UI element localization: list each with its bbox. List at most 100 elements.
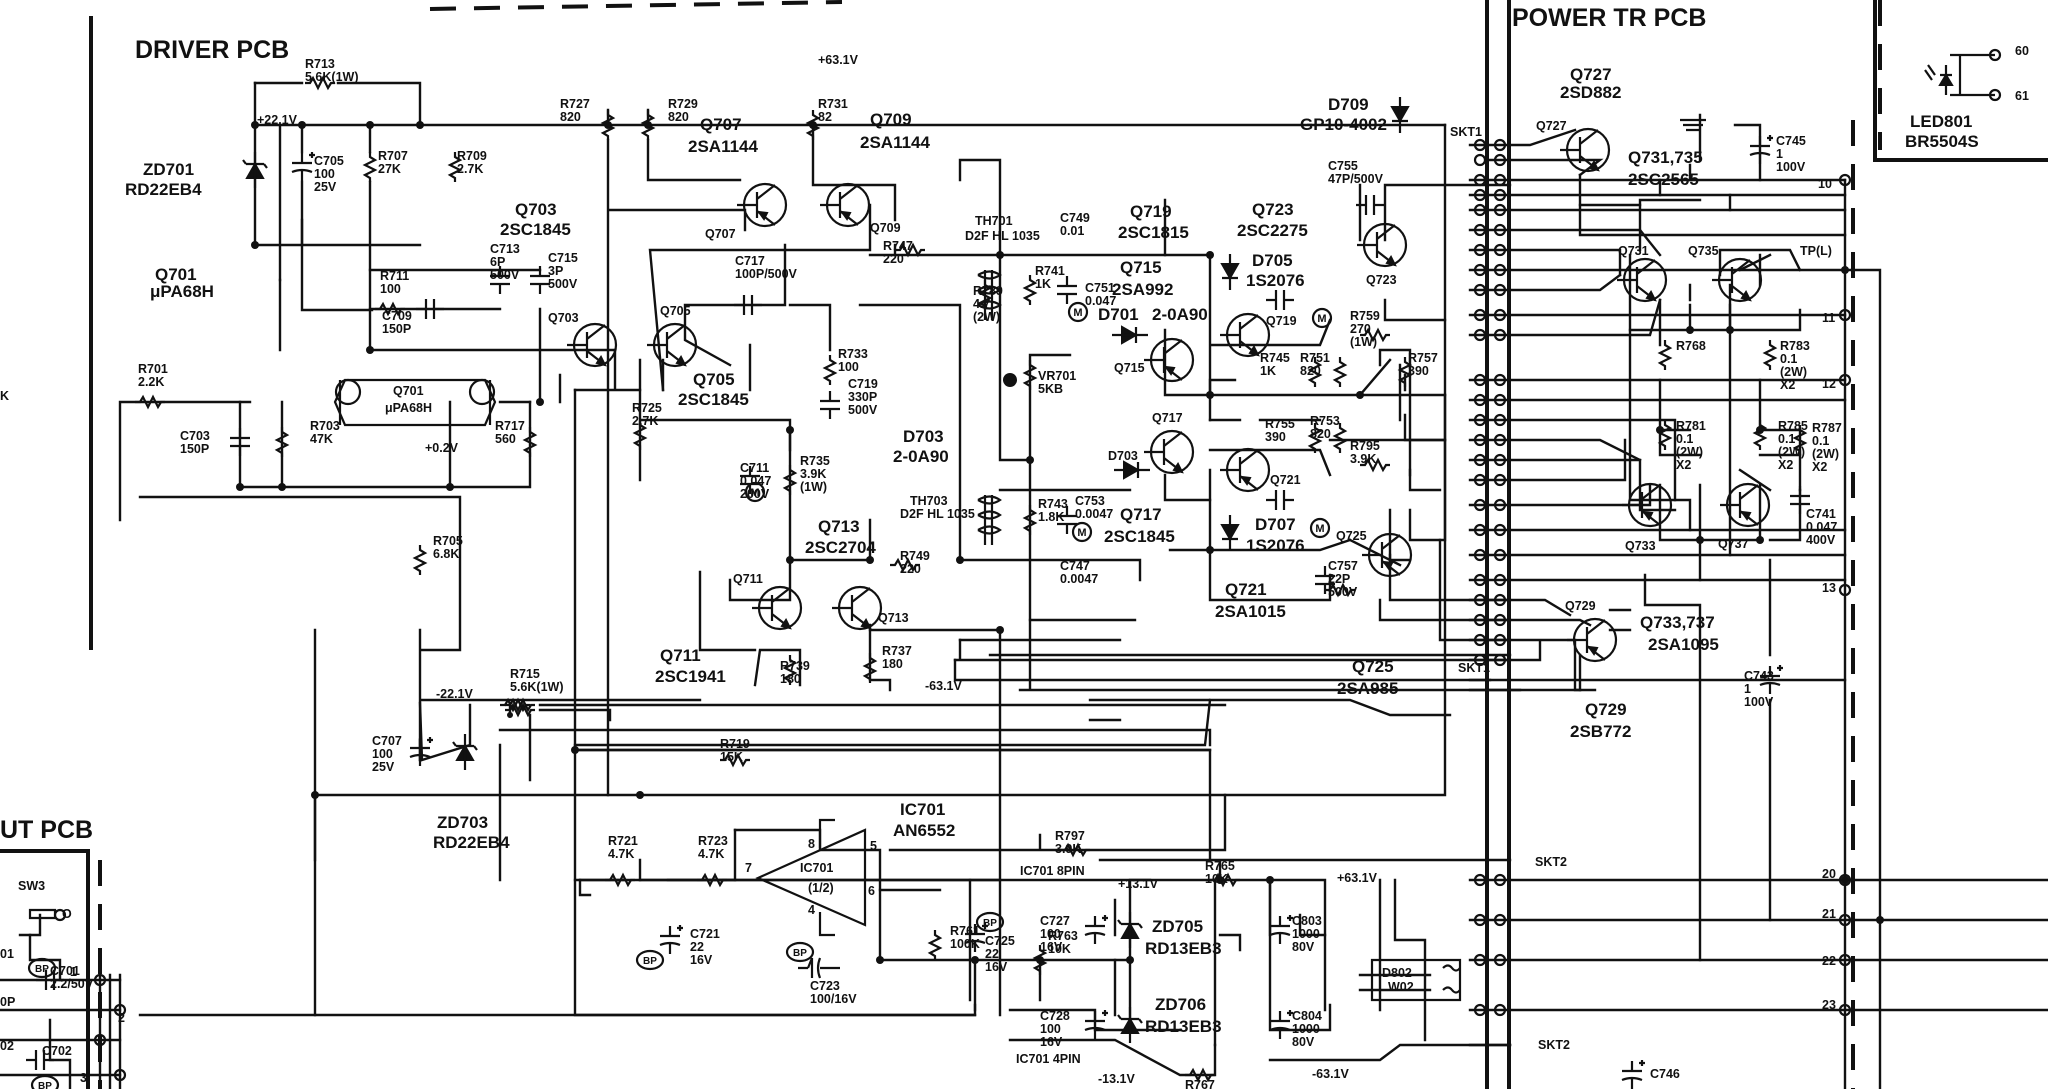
svg-text:D701: D701 <box>1098 305 1139 324</box>
svg-text:(1/2): (1/2) <box>808 881 834 895</box>
wires-power <box>1468 113 2048 1089</box>
svg-text:Q713: Q713 <box>818 517 860 536</box>
svg-text:SKT1: SKT1 <box>1458 661 1490 675</box>
q709-label: Q709 2SA1144 Q709 <box>860 110 930 235</box>
svg-text:23: 23 <box>1822 998 1836 1012</box>
power-pcb-title: POWER TR PCB <box>1512 4 1706 32</box>
svg-text:+13.1V: +13.1V <box>1118 877 1159 891</box>
svg-text:Q723: Q723 <box>1366 273 1397 287</box>
q705-label: Q705 2SC1845 Q705 <box>660 304 749 409</box>
svg-text:21: 21 <box>1822 907 1836 921</box>
svg-text:61: 61 <box>2015 89 2029 103</box>
capacitor-c746: C746 <box>1650 1067 1680 1081</box>
svg-text:Q737: Q737 <box>1718 537 1749 551</box>
svg-text:Q717: Q717 <box>1152 411 1183 425</box>
svg-text:Q711: Q711 <box>660 646 701 665</box>
svg-text:11: 11 <box>1822 311 1835 325</box>
svg-text:Q721: Q721 <box>1225 580 1267 599</box>
svg-text:IC701: IC701 <box>800 861 833 875</box>
svg-text:2SC1845: 2SC1845 <box>1104 527 1175 546</box>
svg-text:-22.1V: -22.1V <box>436 687 473 701</box>
svg-text:LED801: LED801 <box>1910 112 1972 131</box>
svg-text:SKT2: SKT2 <box>1535 855 1567 869</box>
driver-pcb-title: DRIVER PCB <box>135 36 289 64</box>
svg-text:-63.1V: -63.1V <box>925 679 962 693</box>
svg-text:Q709: Q709 <box>870 110 912 129</box>
svg-text:2SA992: 2SA992 <box>1112 280 1173 299</box>
svg-text:Q701: Q701 <box>155 265 197 284</box>
svg-text:ZD703: ZD703 <box>437 813 488 832</box>
badges <box>27 118 1706 1089</box>
svg-text:02: 02 <box>0 1039 14 1053</box>
svg-text:2SC2704: 2SC2704 <box>805 538 876 557</box>
q711-label: Q711 2SC1941 Q711 <box>655 572 763 686</box>
terminal-labels: 60 61 10 11 12 13 20 21 22 23 TP(L) 1 2 … <box>70 44 2029 1085</box>
thermistor-labels: TH701 D2F HL 1035 TH703 D2F HL 1035 <box>900 214 1040 521</box>
q707-label: Q707 2SA1144 Q707 <box>688 115 758 241</box>
q733-737-label: Q733,737 2SA1095 Q733 Q737 <box>1625 537 1749 654</box>
svg-text:D703: D703 <box>1108 449 1138 463</box>
svg-text:13: 13 <box>1822 581 1836 595</box>
svg-text:3: 3 <box>80 1071 87 1085</box>
svg-text:SKT2: SKT2 <box>1538 1038 1570 1052</box>
thermistor-symbols <box>977 270 1002 545</box>
q715-label: Q715 2SA992 Q715 <box>1112 258 1173 375</box>
svg-text:22: 22 <box>1822 954 1836 968</box>
svg-text:Q735: Q735 <box>1688 244 1719 258</box>
svg-text:GP10-4002: GP10-4002 <box>1300 115 1387 134</box>
transistor-symbols <box>333 127 1771 663</box>
svg-text:D703: D703 <box>903 427 944 446</box>
svg-text:Q705: Q705 <box>660 304 691 318</box>
svg-text:RD13EB3: RD13EB3 <box>1145 1017 1222 1036</box>
svg-text:+63.1V: +63.1V <box>818 53 859 67</box>
svg-text:Q707: Q707 <box>700 115 742 134</box>
svg-text:D802: D802 <box>1382 966 1412 980</box>
svg-text:Q727: Q727 <box>1536 119 1567 133</box>
svg-text:Q725: Q725 <box>1336 529 1367 543</box>
svg-text:2SC1845: 2SC1845 <box>500 220 571 239</box>
svg-text:Q709: Q709 <box>870 221 901 235</box>
svg-text:D709: D709 <box>1328 95 1369 114</box>
svg-text:2SC1815: 2SC1815 <box>1118 223 1189 242</box>
q723-label: Q723 2SC2275 Q723 <box>1237 200 1397 287</box>
svg-text:D2F HL 1035: D2F HL 1035 <box>965 229 1040 243</box>
svg-text:RD13EB3: RD13EB3 <box>1145 939 1222 958</box>
svg-text:Q711: Q711 <box>733 572 763 586</box>
diode-symbols <box>241 53 1995 1045</box>
svg-text:O: O <box>62 907 72 921</box>
ic701-symbol <box>755 818 867 937</box>
svg-text:2SA1095: 2SA1095 <box>1648 635 1719 654</box>
svg-text:Q703: Q703 <box>515 200 557 219</box>
svg-text:2SA985: 2SA985 <box>1337 679 1398 698</box>
svg-text:8: 8 <box>808 837 815 851</box>
svg-text:4: 4 <box>808 903 815 917</box>
svg-text:Q727: Q727 <box>1570 65 1612 84</box>
